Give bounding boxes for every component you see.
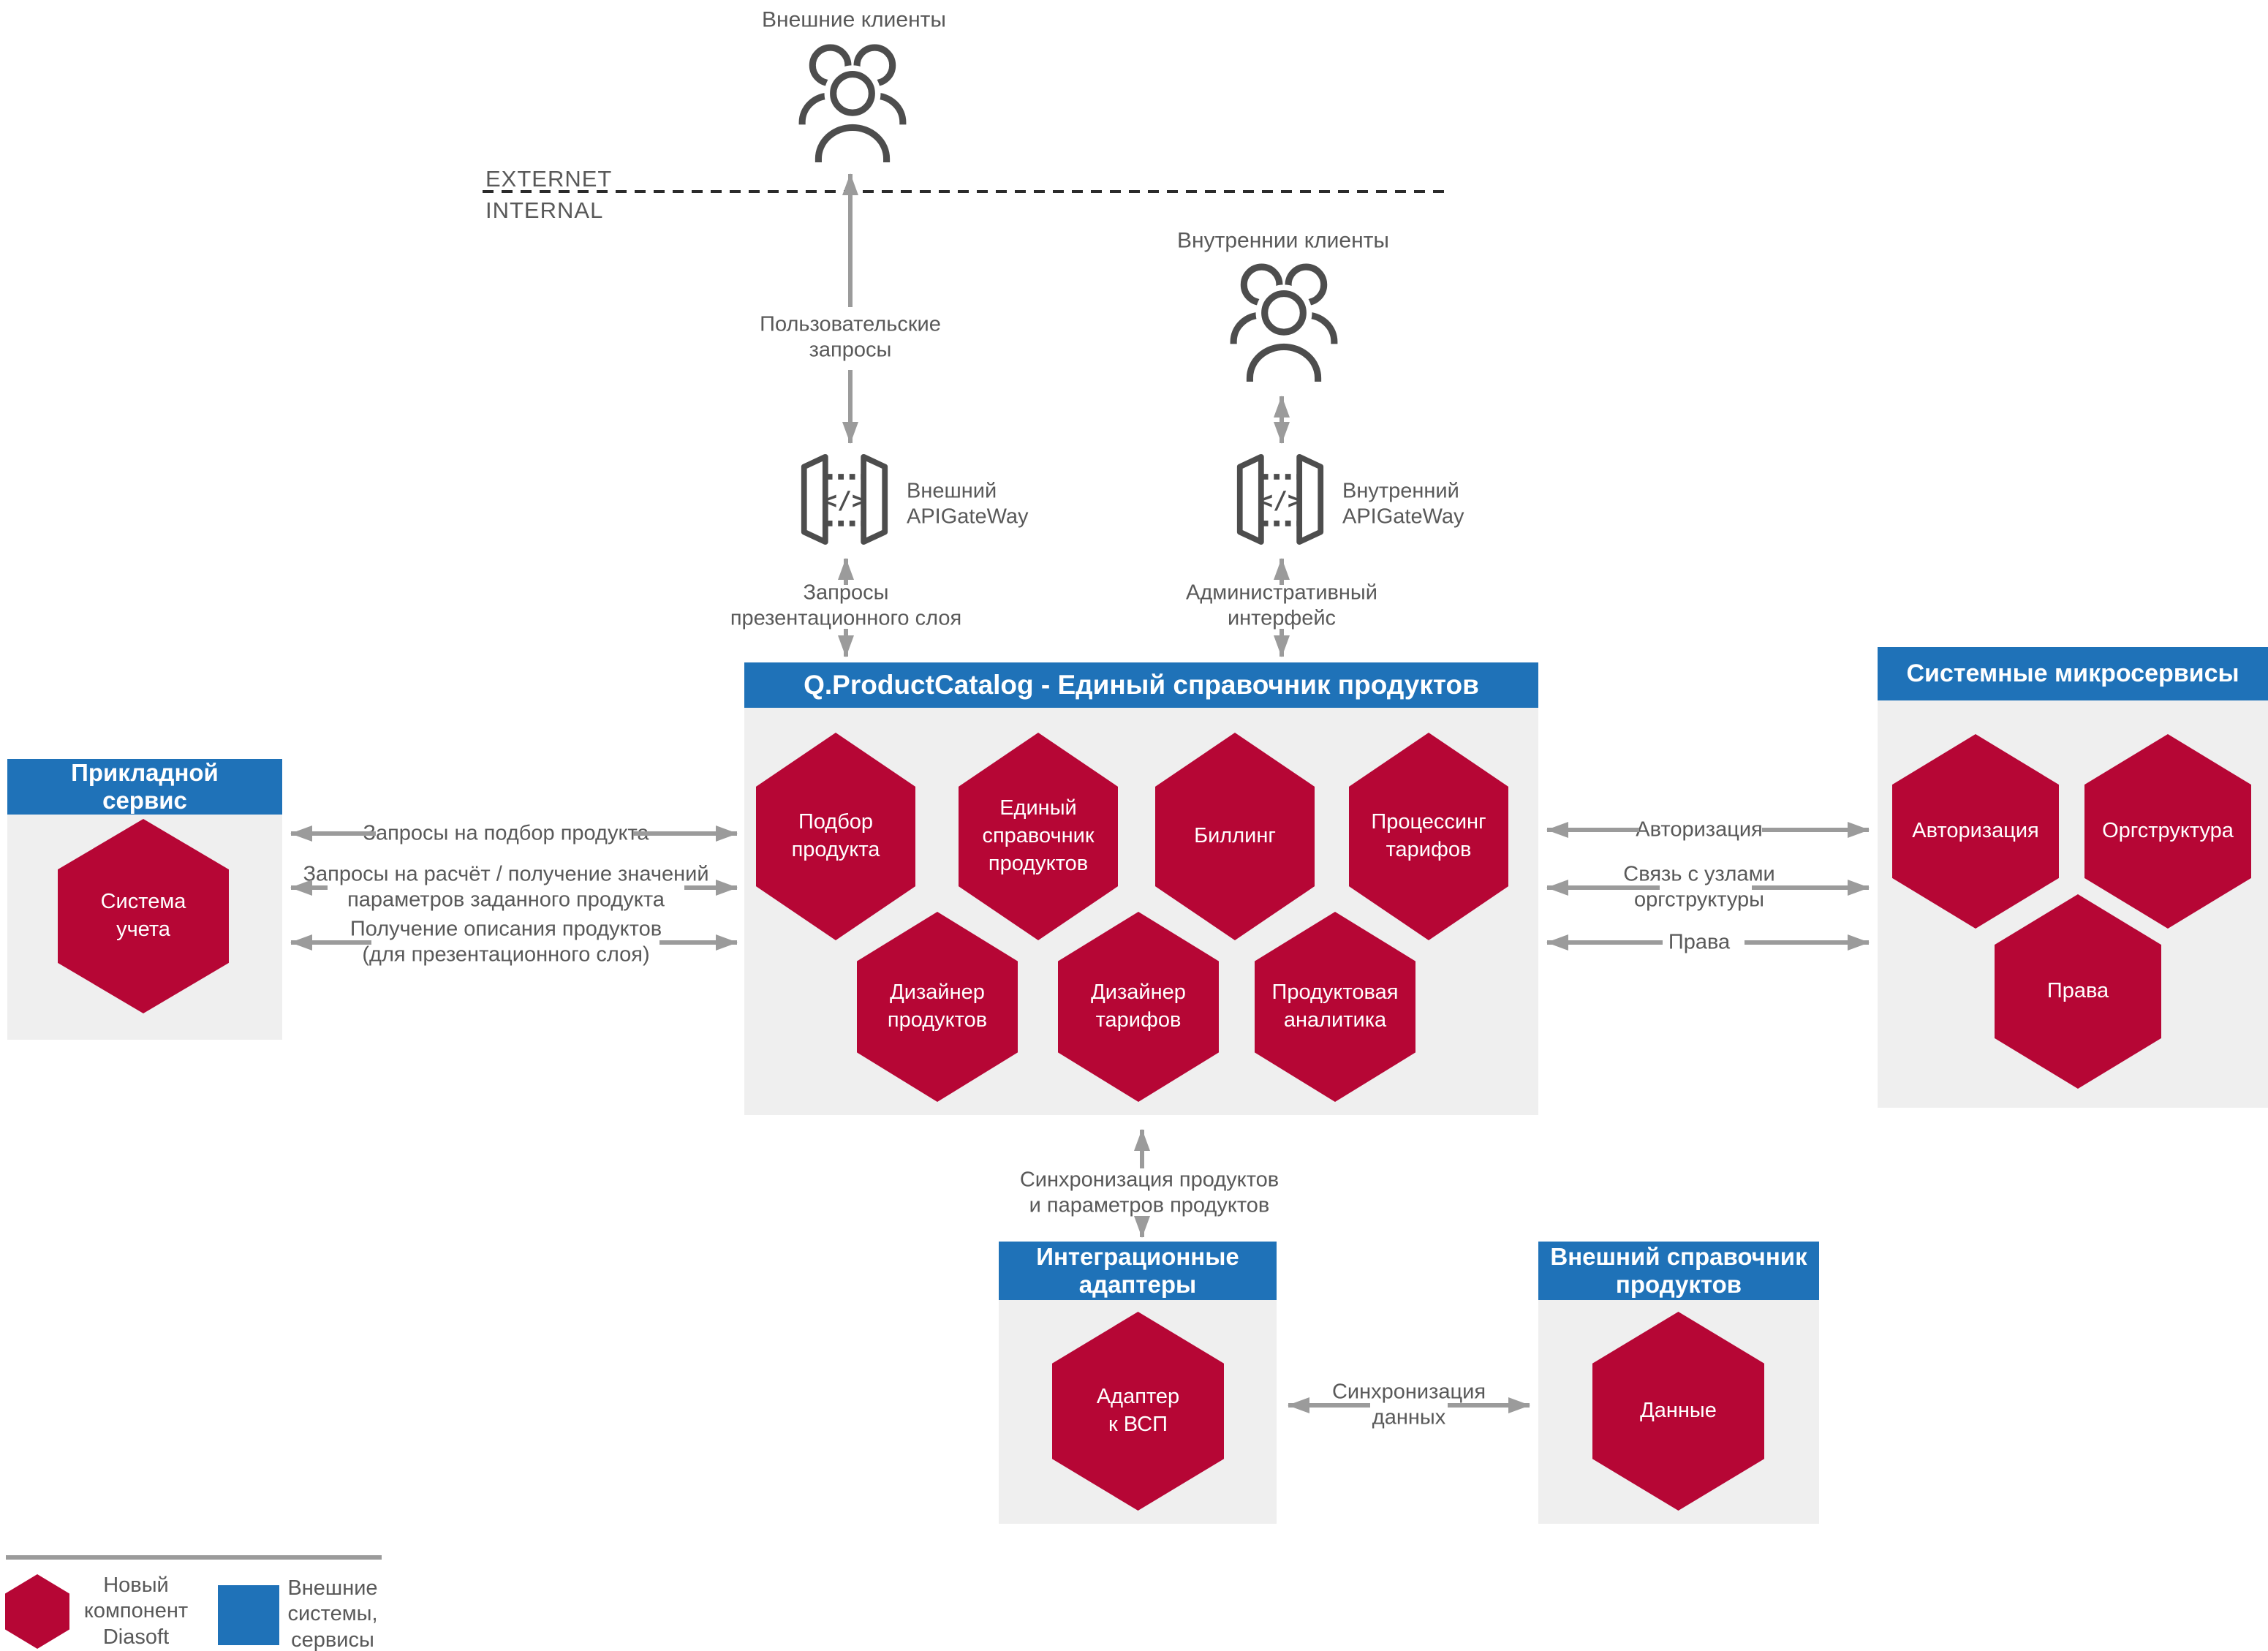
code-glyph: </> <box>1258 486 1302 515</box>
presentation-layer-label: Запросы презентационного слоя <box>730 581 962 630</box>
external-catalog-panel: Внешний справочник продуктов <box>1538 1242 1819 1524</box>
legend-external-systems-swatch <box>218 1585 279 1645</box>
link-orgstructure-label: Связь с узлами оргструктуры <box>1623 862 1775 912</box>
user-requests-label: Пользовательские запросы <box>760 312 941 362</box>
link-product-selection-label: Запросы на подбор продукта <box>363 821 649 845</box>
internal-clients-label: Внутреннии клиенты <box>1177 228 1389 253</box>
external-clients-icon <box>793 38 912 170</box>
link-description-label: Получение описания продуктов (для презен… <box>349 917 662 967</box>
internal-zone-label: INTERNAL <box>485 197 604 223</box>
legend-external-systems-label: Внешние системы, сервисы <box>287 1576 378 1651</box>
admin-interface-label: Административный интерфейс <box>1186 581 1377 630</box>
externet-zone-label: EXTERNET <box>485 166 613 192</box>
sync-data-label: Синхронизация данных <box>1331 1380 1486 1429</box>
sync-products-label: Синхронизация продуктов и параметров про… <box>1019 1168 1279 1217</box>
integration-adapters-title: Интеграционные адаптеры <box>999 1242 1277 1300</box>
link-rights-label: Права <box>1668 930 1731 954</box>
external-api-gateway-label: Внешний APIGateWay <box>907 479 1029 529</box>
internal-api-gateway-label: Внутренний APIGateWay <box>1342 479 1464 529</box>
internal-api-gateway-icon: </> <box>1234 452 1326 549</box>
applied-service-title: Прикладной сервис <box>7 759 282 815</box>
product-catalog-title: Q.ProductCatalog - Единый справочник про… <box>744 662 1538 708</box>
external-catalog-title: Внешний справочник продуктов <box>1538 1242 1819 1300</box>
legend-new-component-label: Новый компонент Diasoft <box>83 1573 189 1649</box>
internal-clients-icon <box>1225 257 1343 390</box>
code-glyph: </> <box>823 486 866 515</box>
external-api-gateway-icon: </> <box>798 452 891 549</box>
link-calculation-label: Запросы на расчёт / получение значений п… <box>303 862 709 912</box>
link-authorization-label: Авторизация <box>1636 817 1763 842</box>
legend-new-component-hexagon <box>5 1574 69 1649</box>
external-clients-label: Внешние клиенты <box>762 7 946 32</box>
system-microservices-title: Системные микросервисы <box>1878 647 2268 700</box>
